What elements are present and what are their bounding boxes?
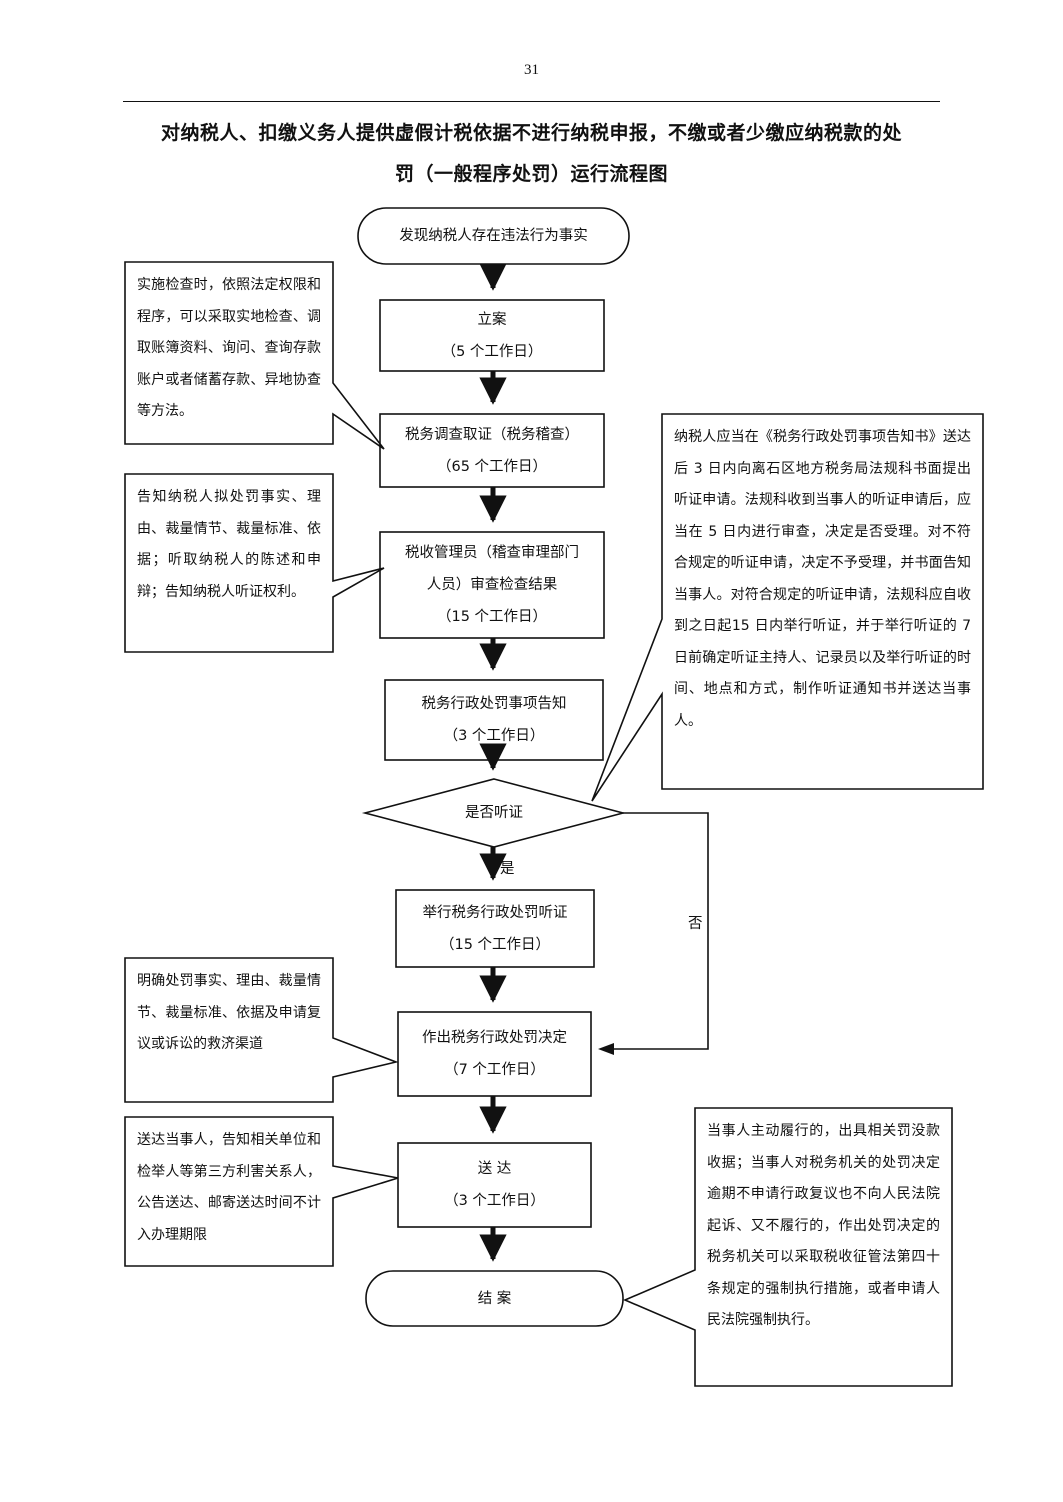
note-hearing-application: 纳税人应当在《税务行政处罚事项告知书》送达后 3 日内向离石区地方税务局法规科书… xyxy=(664,416,981,787)
step-2-label: 税务调查取证（税务稽查） xyxy=(405,426,579,443)
decision-label: 是否听证 xyxy=(465,805,523,821)
step-penalty-notice: 税务行政处罚事项告知 （3 个工作日） xyxy=(385,680,603,760)
step-6-time: （7 个工作日） xyxy=(444,1062,545,1078)
step-1-time: （5 个工作日） xyxy=(441,343,543,360)
step-7-time: （3 个工作日） xyxy=(444,1193,545,1209)
no-branch-line xyxy=(612,812,709,1050)
step-register-case: 立案 （5 个工作日） xyxy=(380,300,604,371)
note-inform-taxpayer: 告知纳税人拟处罚事实、理由、裁量情节、裁量标准、依据；听取纳税人的陈述和申辩；告… xyxy=(127,476,331,650)
yes-label: 是 xyxy=(500,861,515,877)
note-5-border xyxy=(124,1116,399,1267)
step-4-time: （3 个工作日） xyxy=(443,728,545,744)
note-inspection-methods: 实施检查时，依照法定权限和程序，可以采取实地检查、调取账簿资料、询问、查询存款账… xyxy=(127,264,331,442)
step-1-label: 立案 xyxy=(477,311,507,328)
step-6-label: 作出税务行政处罚决定 xyxy=(422,1030,567,1046)
note-4-border xyxy=(124,957,399,1103)
step-hold-hearing: 举行税务行政处罚听证 （15 个工作日） xyxy=(396,890,594,967)
step-penalty-decision: 作出税务行政处罚决定 （7 个工作日） xyxy=(398,1012,591,1096)
step-5-label: 举行税务行政处罚听证 xyxy=(422,904,568,921)
end-label: 结 案 xyxy=(477,1290,512,1307)
note-enforcement: 当事人主动履行的，出具相关罚没款收据；当事人对税务机关的处罚决定逾期不申请行政复… xyxy=(697,1110,950,1384)
step-4-label: 税务行政处罚事项告知 xyxy=(421,696,567,712)
step-2-time: （65 个工作日） xyxy=(436,458,548,475)
end-node: 结 案 xyxy=(366,1271,623,1326)
page-title-line-1: 对纳税人、扣缴义务人提供虚假计税依据不进行纳税申报，不缴或者少缴应纳税款的处 xyxy=(160,122,902,144)
step-7-label: 送 达 xyxy=(477,1161,512,1177)
note-penalty-decision-content: 明确处罚事实、理由、裁量情节、裁量标准、依据及申请复议或诉讼的救济渠道 xyxy=(127,960,331,1100)
header-rule xyxy=(123,101,940,102)
step-3-label-1: 税收管理员（稽查审理部门 xyxy=(405,545,579,561)
step-3-label-2: 人员）审查检查结果 xyxy=(426,577,558,593)
note-2-border xyxy=(124,473,385,653)
note-delivery: 送达当事人，告知相关单位和检举人等第三方利害关系人，公告送达、邮寄送达时间不计入… xyxy=(127,1119,331,1264)
step-5-time: （15 个工作日） xyxy=(439,936,551,953)
end-terminator xyxy=(365,1270,624,1327)
start-node: 发现纳税人存在违法行为事实 xyxy=(358,208,629,264)
step-review-results: 税收管理员（稽查审理部门 人员）审查检查结果 （15 个工作日） xyxy=(380,532,604,638)
note-6-border xyxy=(622,1107,953,1387)
step-3-time: （15 个工作日） xyxy=(436,609,548,625)
no-branch-arrowhead xyxy=(598,1043,614,1055)
step-delivery: 送 达 （3 个工作日） xyxy=(398,1143,591,1227)
step-investigation: 税务调查取证（税务稽查） （65 个工作日） xyxy=(380,414,604,487)
note-3-border xyxy=(591,413,984,802)
page-title-line-2: 罚（一般程序处罚）运行流程图 xyxy=(394,163,668,185)
no-label: 否 xyxy=(688,916,703,932)
start-label: 发现纳税人存在违法行为事实 xyxy=(399,228,588,244)
decision-hearing: 是否听证 xyxy=(410,797,578,829)
page-number: 31 xyxy=(524,62,539,78)
note-1-border xyxy=(124,261,385,450)
